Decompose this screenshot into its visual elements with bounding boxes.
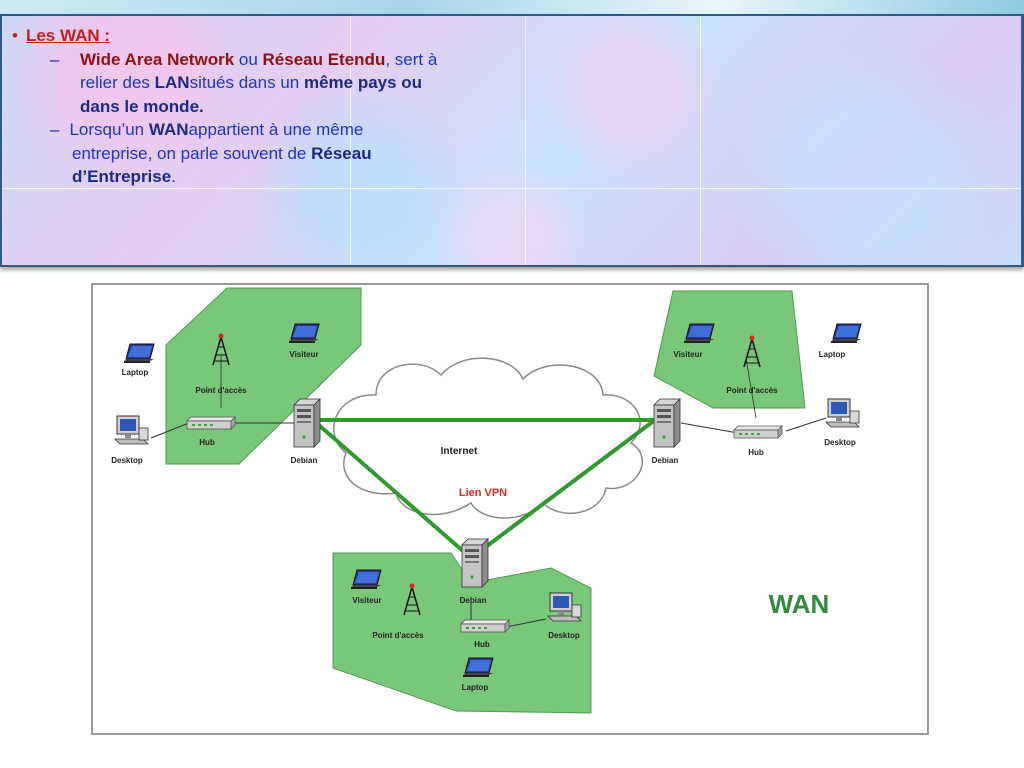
- right-desktop-label: Desktop: [824, 438, 856, 447]
- vpn-link-triangle: [307, 418, 661, 561]
- panel-grid-line: [2, 188, 1021, 189]
- left-desktop-label: Desktop: [111, 456, 143, 465]
- left-hub-label: Hub: [199, 438, 215, 447]
- item2-text: .: [171, 167, 176, 186]
- left-server-icon: [293, 398, 321, 448]
- term-lan: LAN: [154, 73, 190, 92]
- right-access-point-label: Point d'accès: [726, 386, 778, 395]
- panel-grid-line: [525, 16, 526, 265]
- item1-text: , sert à: [385, 49, 438, 69]
- item2-text: Lorsqu’un: [69, 120, 149, 139]
- right-site-zone: [653, 290, 806, 409]
- item2-text: appartient à une même: [188, 120, 364, 139]
- wan-diagram: Internet Lien VPN WAN Laptop Visiteur Po…: [91, 283, 929, 735]
- item2-line2: entreprise, on parle souvent de Réseau: [12, 142, 512, 166]
- term-wide-area-network: Wide Area Network: [80, 49, 235, 69]
- right-hub-icon: [733, 425, 783, 439]
- connector-ou: ou: [234, 49, 263, 69]
- cable-line: [785, 417, 827, 432]
- term-reseau-etendu: Réseau Etendu: [262, 49, 386, 69]
- cable-line: [680, 422, 739, 434]
- slide-text: • Les WAN : – Wide Area Network ou Réseau…: [12, 24, 512, 189]
- left-server-label: Debian: [291, 456, 318, 465]
- text-panel: • Les WAN : – Wide Area Network ou Réseau…: [0, 14, 1024, 267]
- bottom-server-label: Debian: [460, 596, 487, 605]
- bottom-visitor-label: Visiteur: [352, 596, 381, 605]
- item2-line1: –Lorsqu’un WANappartient à une même: [12, 118, 512, 142]
- bottom-hub-icon: [460, 619, 510, 633]
- item2-line3: d’Entreprise.: [12, 165, 512, 189]
- cloud-label: Internet: [441, 446, 478, 457]
- left-laptop-label: Laptop: [122, 368, 149, 377]
- cable-line: [745, 357, 757, 419]
- term-wan: WAN: [148, 120, 189, 139]
- panel-grid-line: [350, 16, 351, 265]
- heading-line: • Les WAN :: [12, 24, 512, 48]
- bottom-desktop-label: Desktop: [548, 631, 580, 640]
- slide-top-band: [0, 0, 1024, 14]
- dash: –: [50, 49, 60, 69]
- item1-text: situés dans un: [189, 73, 304, 92]
- term-monde: dans le monde.: [80, 96, 204, 116]
- right-hub-label: Hub: [748, 448, 764, 457]
- term-entreprise: d’Entreprise: [72, 167, 172, 186]
- panel-grid-line: [700, 16, 701, 265]
- bullet: •: [12, 26, 18, 45]
- bottom-laptop-label: Laptop: [462, 683, 489, 692]
- bottom-hub-label: Hub: [474, 640, 490, 649]
- right-server-icon: [653, 398, 681, 448]
- right-laptop-label: Laptop: [819, 350, 846, 359]
- bottom-server-icon: [461, 538, 489, 588]
- heading: Les WAN :: [25, 26, 111, 45]
- item2-text: entreprise, on parle souvent de: [72, 143, 312, 163]
- item1-text: relier des: [80, 73, 155, 92]
- left-hub-icon: [186, 416, 236, 430]
- term-reseau: Réseau: [311, 143, 372, 163]
- left-visitor-label: Visiteur: [289, 350, 318, 359]
- right-visitor-label: Visiteur: [673, 350, 702, 359]
- cable-line: [150, 422, 190, 439]
- term-meme-pays: même pays ou: [303, 73, 423, 92]
- vpn-label: Lien VPN: [459, 487, 507, 499]
- item1-line2: relier des LANsitués dans un même pays o…: [12, 71, 512, 95]
- item1-line1: – Wide Area Network ou Réseau Etendu, se…: [12, 48, 512, 72]
- bottom-site-zone: [332, 552, 592, 714]
- dash: –: [50, 120, 60, 139]
- item1-line3: dans le monde.: [12, 95, 512, 119]
- bottom-access-point-label: Point d'accès: [372, 631, 424, 640]
- wan-label: WAN: [769, 589, 830, 619]
- left-access-point-label: Point d'accès: [195, 386, 247, 395]
- right-server-label: Debian: [652, 456, 679, 465]
